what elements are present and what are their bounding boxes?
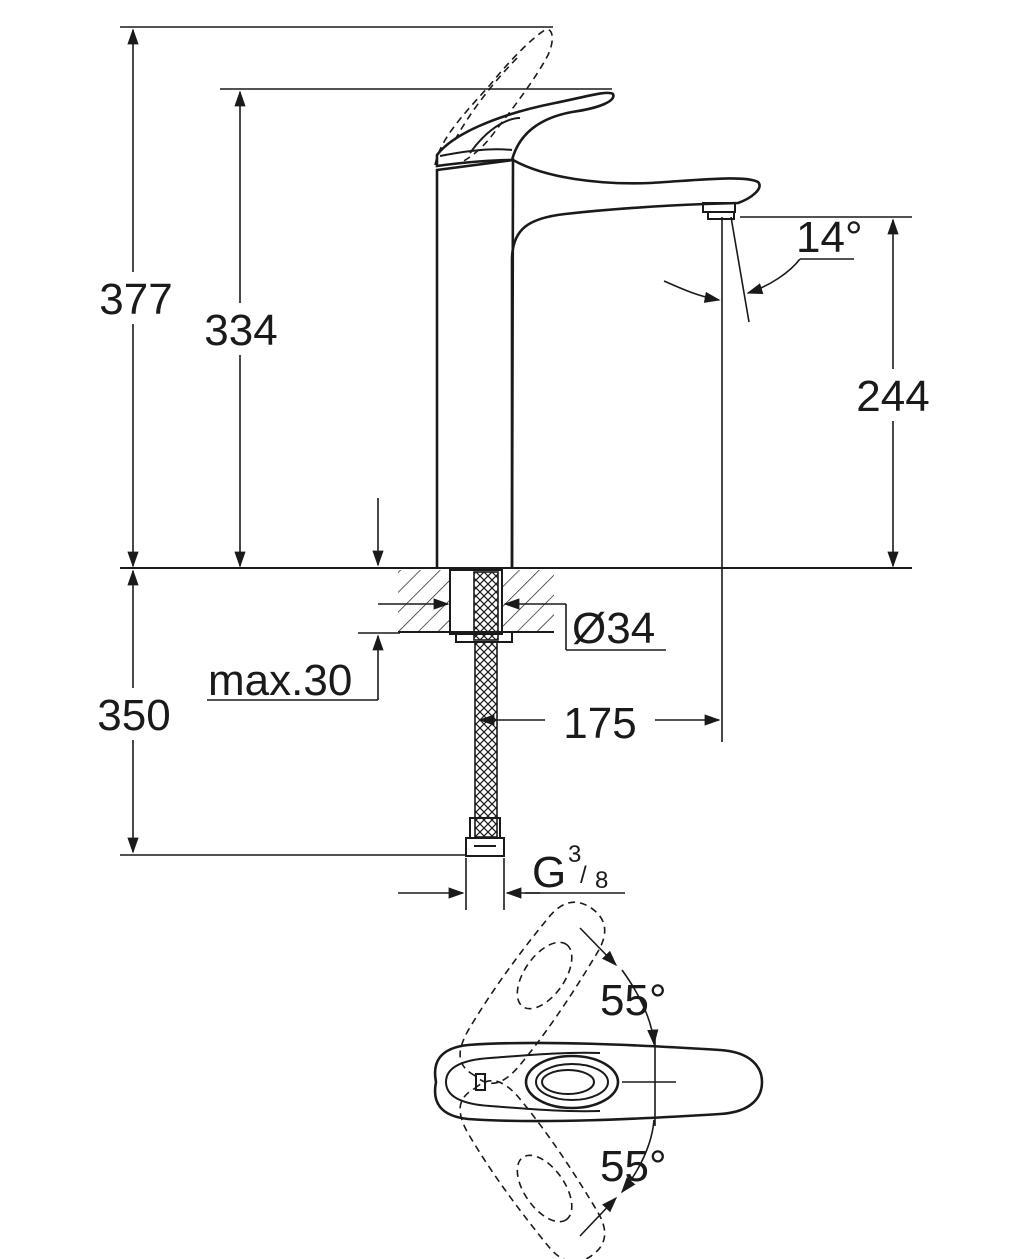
dimension-377: 377 [90,26,553,568]
dim-244-label: 244 [856,372,929,421]
dimension-thread-g38: G 3 / 8 [398,841,625,910]
dimension-175: 175 [478,699,721,748]
thread-fraction-slash: / [580,862,587,889]
dimension-diameter-34: Ø34 [378,598,666,653]
thread-numerator-label: 3 [568,841,581,868]
faucet-body [434,28,761,569]
dimension-244: 244 [740,216,938,568]
rotation-lower-label: 55° [600,1142,667,1191]
dimension-max-30: max.30 [207,498,400,705]
dim-14deg-label: 14° [796,213,863,262]
dim-350-label: 350 [97,691,170,740]
dimension-spout-angle: 14° [663,213,863,742]
dim-334-label: 334 [204,306,277,355]
thread-g-label: G [532,848,566,897]
dim-max30-label: max.30 [208,656,352,705]
dimension-334: 334 [196,88,612,568]
supply-hose [465,571,505,857]
thread-denominator-label: 8 [595,867,608,894]
lever-top-view: 55° 55° [433,901,764,1259]
rotation-upper-label: 55° [600,976,667,1025]
dim-175-label: 175 [563,699,636,748]
dimension-350: 350 [88,569,466,856]
dim-377-label: 377 [99,275,172,324]
dim-o34-label: Ø34 [572,604,655,653]
